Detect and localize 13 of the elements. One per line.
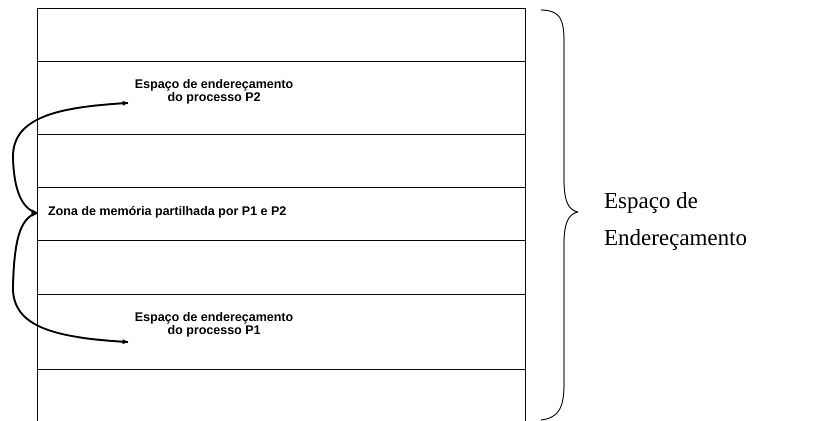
memory-row [37,135,526,188]
memory-row [37,188,526,241]
row-text: Espaço de endereçamento do processo P1 [134,311,294,337]
memory-row [37,8,526,62]
row-text: Zona de memória partilhada por P1 e P2 [48,205,288,218]
row-text: Espaço de endereçamento do processo P2 [134,78,294,104]
curved-arrow [12,212,129,344]
memory-row [37,370,526,421]
memory-row [37,62,526,135]
memory-row [37,241,526,295]
brace-label: Espaço de Endereçamento [604,187,748,252]
memory-row [37,295,526,370]
curved-arrow [12,100,129,214]
